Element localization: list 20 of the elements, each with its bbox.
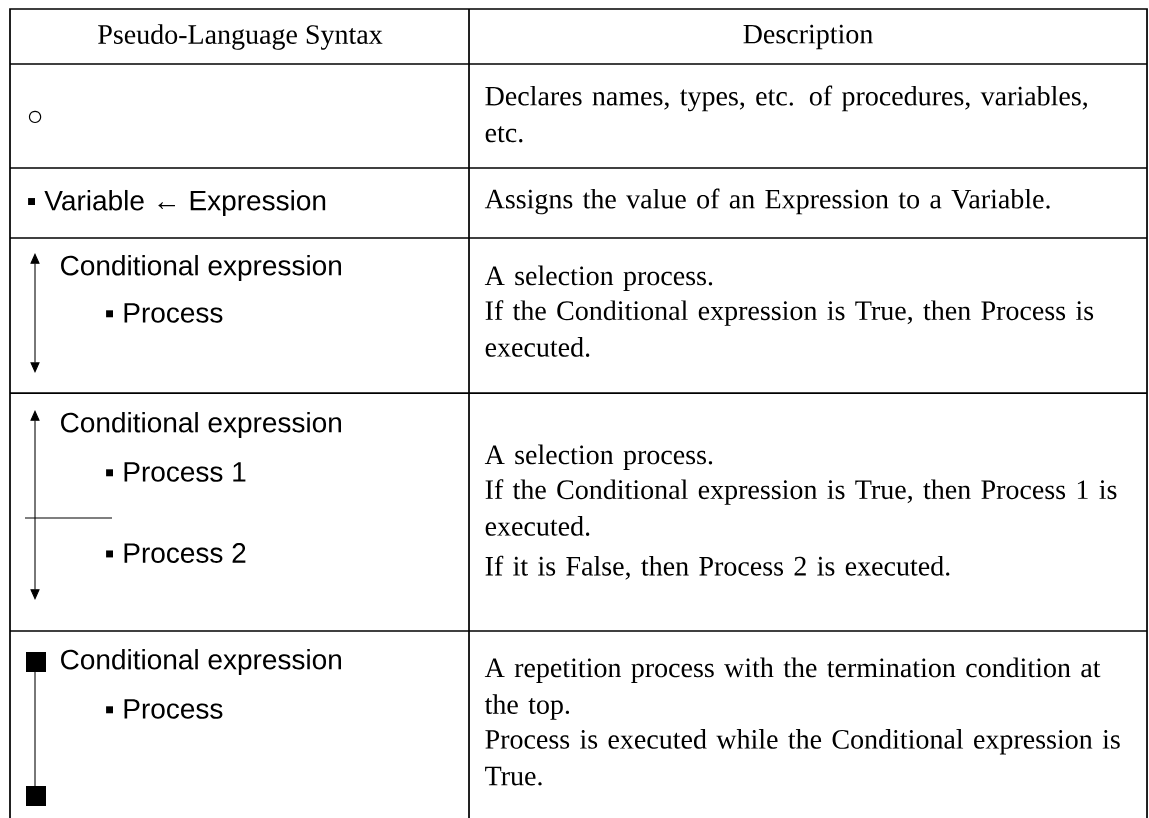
description-text: If the Conditional expression is True, then Process is executed. — [485, 300, 1094, 357]
description-text: If it is False, then Process 2 is executed. — [485, 555, 950, 580]
syntax-text: ▪ Process 2 — [106, 543, 246, 563]
syntax-text: ▪ Process 1 — [106, 462, 246, 482]
syntax-text: ▪ Process — [106, 303, 223, 323]
description-text: A repetition process with the termination condition at the top. — [484, 657, 1101, 720]
description-text: If the Conditional expression is True, then Process 1 is executed. — [485, 479, 1117, 536]
description-text: Declares names, types, etc. of procedures, variables, etc. — [485, 85, 1087, 143]
description-text: Process is executed while the Conditional expression is True. — [485, 729, 1120, 786]
syntax-text: Conditional expression — [61, 254, 341, 282]
column-header: Description — [743, 24, 873, 50]
description-text: A selection process. — [484, 265, 713, 291]
description-text: A selection process. — [484, 444, 713, 470]
syntax-text: Conditional expression — [61, 411, 341, 439]
description-text: Assigns the value of an Expression to a Variable. — [484, 188, 1050, 215]
syntax-text: ▪ Variable ← Expression — [28, 189, 326, 217]
column-header: Pseudo-Language Syntax — [98, 24, 383, 50]
syntax-text: ▪ Process — [106, 699, 223, 719]
syntax-text: ○ — [28, 110, 42, 124]
syntax-text: Conditional expression — [61, 648, 341, 676]
